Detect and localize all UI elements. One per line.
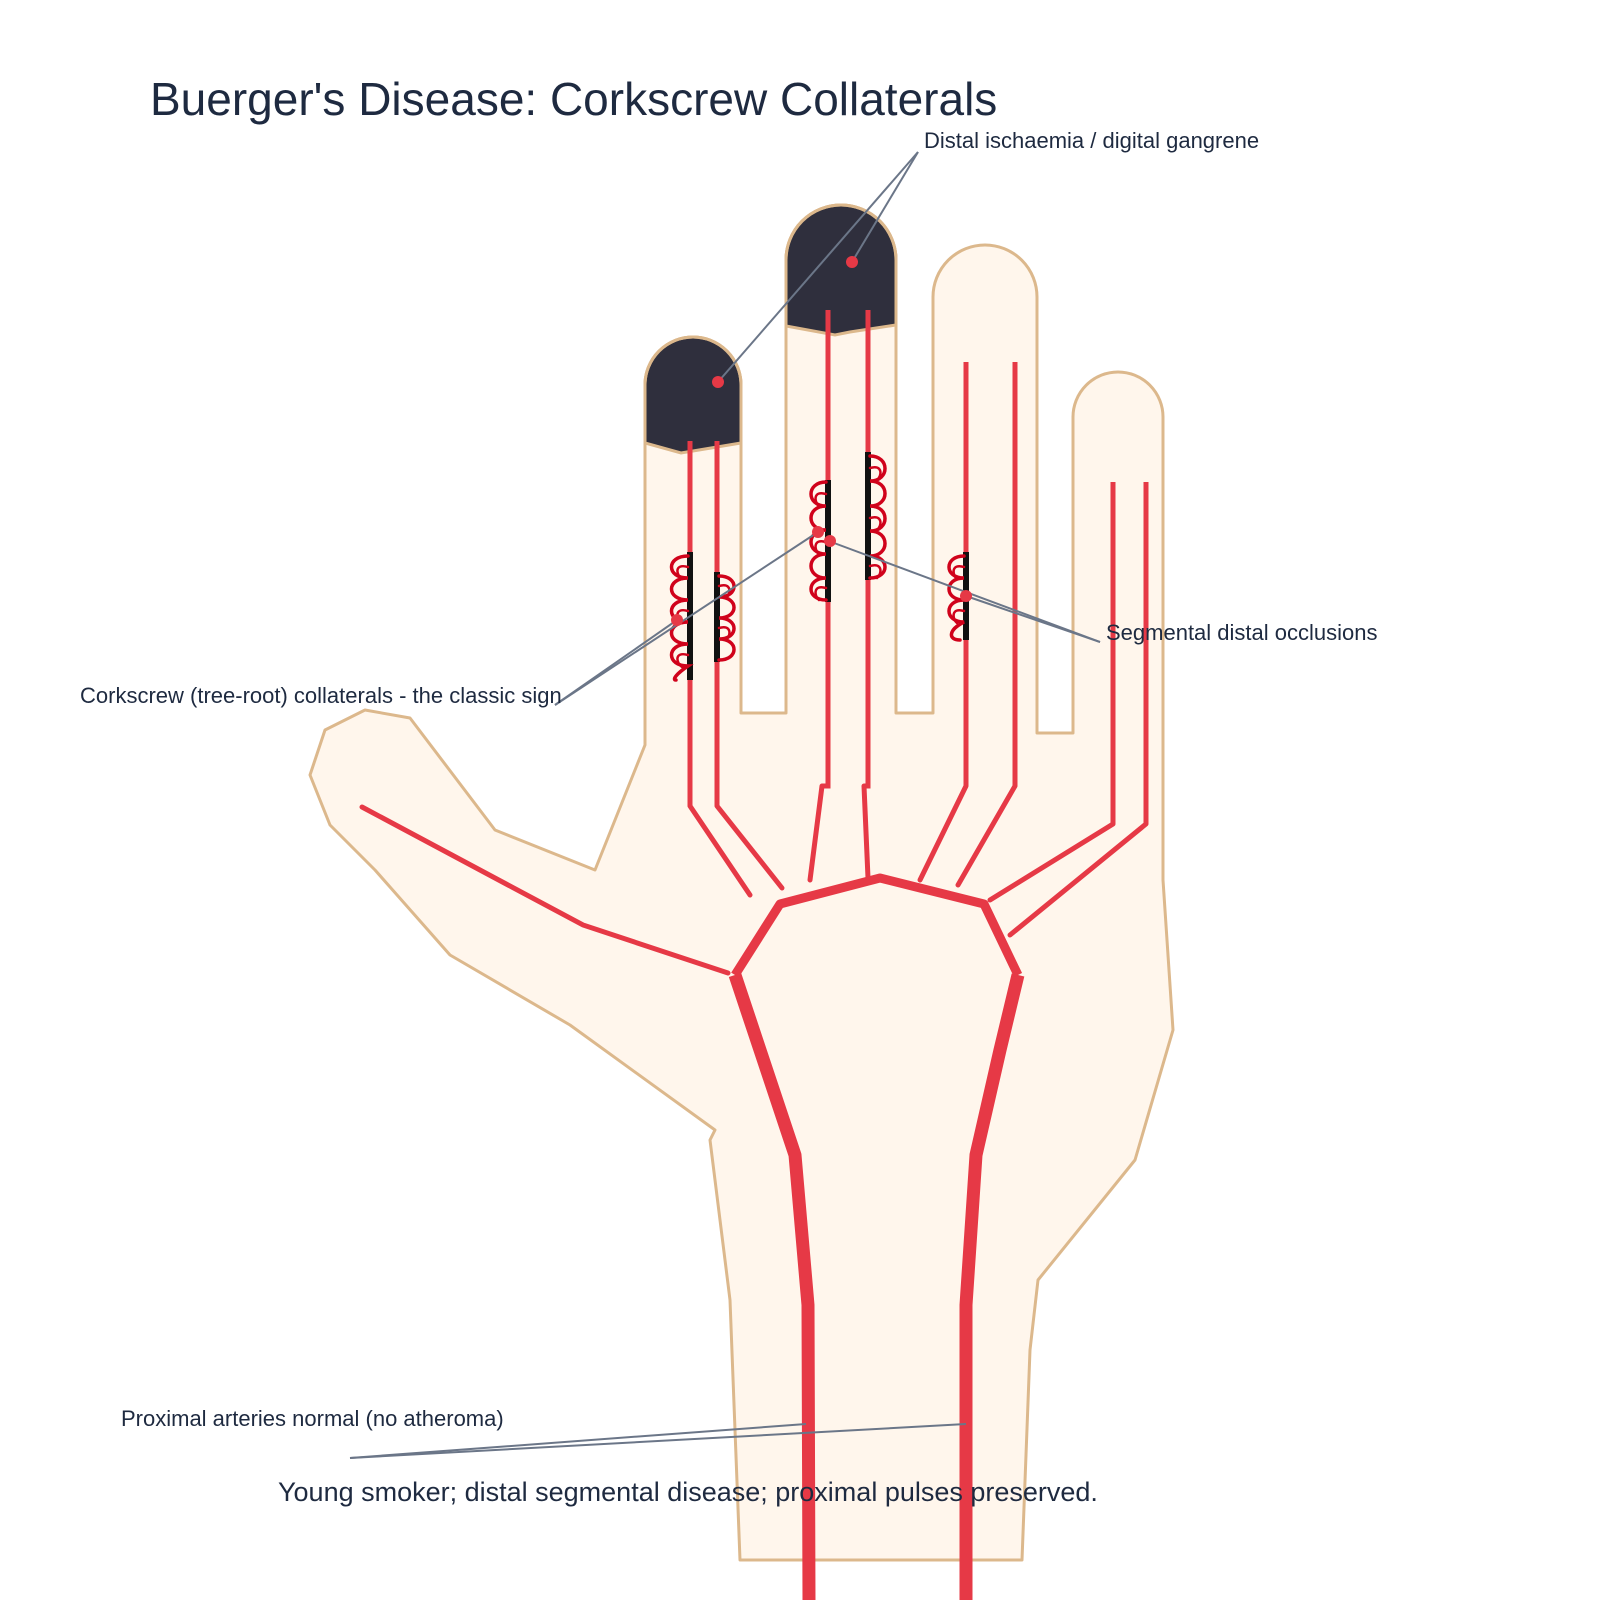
forearm-arteries (728, 873, 1025, 1600)
common-digital-arteries (359, 783, 1149, 976)
leader-collateral-2 (554, 619, 678, 706)
marker-dot (824, 535, 836, 547)
marker-dot (812, 526, 824, 538)
radial-artery (728, 972, 816, 1600)
leader-proximal-1 (349, 1423, 807, 1459)
diagram-title: Buerger's Disease: Corkscrew Collaterals (150, 73, 998, 125)
label-collaterals: Corkscrew (tree-root) collaterals - the … (80, 683, 562, 708)
leader-gangrene-1 (717, 151, 919, 383)
marker-dot (846, 256, 858, 268)
segmental-occlusions (687, 452, 969, 680)
label-occlusions: Segmental distal occlusions (1106, 620, 1378, 645)
ulnar-artery (959, 973, 1025, 1600)
marker-dot (712, 376, 724, 388)
gangrene-index-tip (643, 335, 743, 455)
leader-lines (349, 151, 1101, 1459)
gangrene-middle-tip (784, 203, 898, 337)
palmar-arch (731, 873, 1023, 978)
diagram-caption: Young smoker; distal segmental disease; … (278, 1477, 1098, 1507)
corkscrew-collaterals (669, 454, 966, 682)
leader-occlusion-2 (965, 595, 1101, 643)
label-gangrene: Distal ischaemia / digital gangrene (924, 128, 1260, 153)
leader-gangrene-2 (851, 151, 919, 263)
marker-dot (960, 590, 972, 602)
leader-proximal-2 (349, 1423, 967, 1459)
label-proximal: Proximal arteries normal (no atheroma) (121, 1406, 504, 1431)
annotation-markers (671, 256, 972, 626)
leader-collateral-1 (554, 531, 819, 706)
marker-dot (671, 614, 683, 626)
